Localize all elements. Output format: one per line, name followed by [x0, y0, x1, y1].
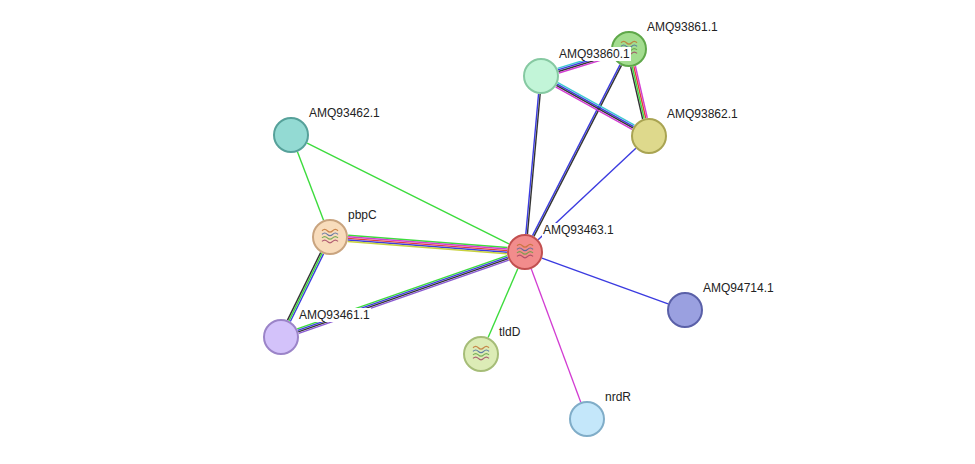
- node-label: AMQ93461.1: [298, 308, 371, 322]
- protein-node: [507, 234, 543, 270]
- protein-node: [312, 219, 348, 255]
- evidence-line: [297, 152, 323, 220]
- evidence-line: [348, 240, 507, 252]
- protein-node: [273, 117, 309, 153]
- evidence-line: [538, 148, 636, 239]
- evidence-line: [556, 85, 633, 128]
- node-label: AMQ93862.1: [666, 107, 739, 121]
- evidence-line: [298, 257, 508, 330]
- node-label: AMQ94714.1: [702, 281, 775, 295]
- evidence-line: [299, 260, 509, 333]
- evidence-line: [298, 259, 508, 332]
- interaction-edge: [538, 148, 636, 239]
- interaction-edge: [542, 258, 668, 304]
- protein-node: [667, 292, 703, 328]
- evidence-line: [557, 84, 634, 127]
- interaction-edge: [531, 269, 580, 402]
- interaction-edge: [631, 66, 648, 119]
- protein-node: [569, 401, 605, 437]
- evidence-line: [542, 258, 668, 304]
- evidence-line: [632, 67, 644, 119]
- interaction-edge: [526, 94, 540, 234]
- structure-icon: [509, 236, 541, 268]
- node-label: AMQ93861.1: [646, 20, 719, 34]
- interaction-edge: [556, 83, 635, 130]
- protein-node: [263, 319, 299, 355]
- evidence-line: [556, 87, 633, 130]
- protein-node: [523, 58, 559, 94]
- evidence-line: [531, 269, 580, 402]
- evidence-line: [634, 66, 646, 118]
- evidence-line: [348, 242, 507, 254]
- structure-icon: [465, 338, 497, 370]
- interaction-edge: [297, 256, 509, 334]
- protein-node: [631, 118, 667, 154]
- node-label: AMQ93463.1: [542, 223, 615, 237]
- node-label: nrdR: [604, 390, 632, 404]
- evidence-line: [526, 94, 539, 234]
- evidence-line: [635, 66, 647, 118]
- node-label: pbpC: [347, 208, 378, 222]
- node-label: AMQ93860.1: [558, 47, 631, 61]
- evidence-line: [558, 83, 635, 126]
- protein-node: [463, 336, 499, 372]
- interaction-edge: [348, 235, 508, 254]
- interaction-edge: [297, 152, 323, 220]
- node-label: tldD: [498, 325, 521, 339]
- node-label: AMQ93462.1: [308, 106, 381, 120]
- evidence-line: [527, 94, 540, 234]
- evidence-line: [631, 67, 643, 119]
- evidence-line: [297, 256, 507, 329]
- structure-icon: [314, 221, 346, 253]
- evidence-line: [348, 238, 507, 250]
